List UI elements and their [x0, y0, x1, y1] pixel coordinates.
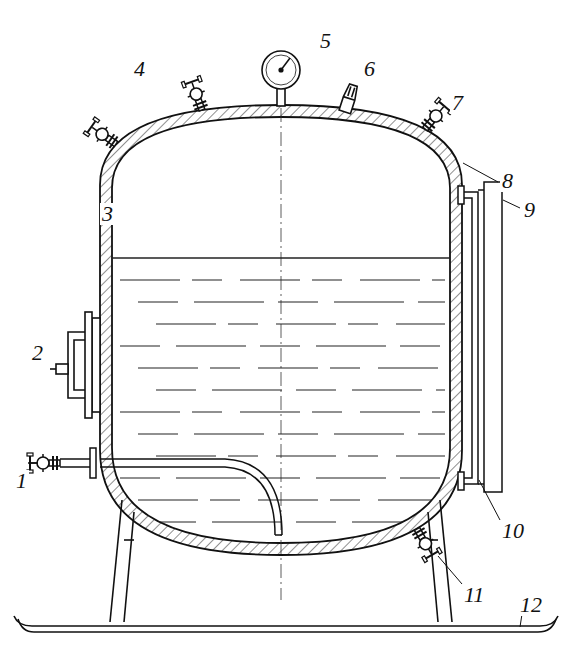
inlet-pipe [60, 448, 282, 535]
water-level-gauge [458, 182, 502, 492]
callout-number: 3 [100, 203, 115, 225]
liquid [112, 258, 450, 522]
callout-number: 2 [30, 342, 45, 364]
base-plate [14, 616, 558, 632]
callout-number: 6 [362, 58, 377, 80]
callout-number: 12 [518, 594, 544, 616]
leader-lines [438, 163, 522, 627]
safety-plug [339, 83, 359, 113]
callout-number: 11 [462, 584, 486, 606]
callout-number: 9 [522, 199, 537, 221]
callout-number: 10 [500, 520, 526, 542]
drain-valve [408, 524, 442, 563]
callout-number: 5 [318, 30, 333, 52]
manhole-cover [50, 312, 100, 418]
callout-number: 1 [14, 470, 29, 492]
valve-1 [27, 453, 60, 473]
callout-number: 8 [500, 170, 515, 192]
pressure-gauge [262, 51, 300, 106]
top-valves [83, 76, 454, 153]
callout-number: 4 [132, 58, 147, 80]
callout-number: 7 [450, 92, 465, 114]
outlet-stub [28, 462, 38, 464]
